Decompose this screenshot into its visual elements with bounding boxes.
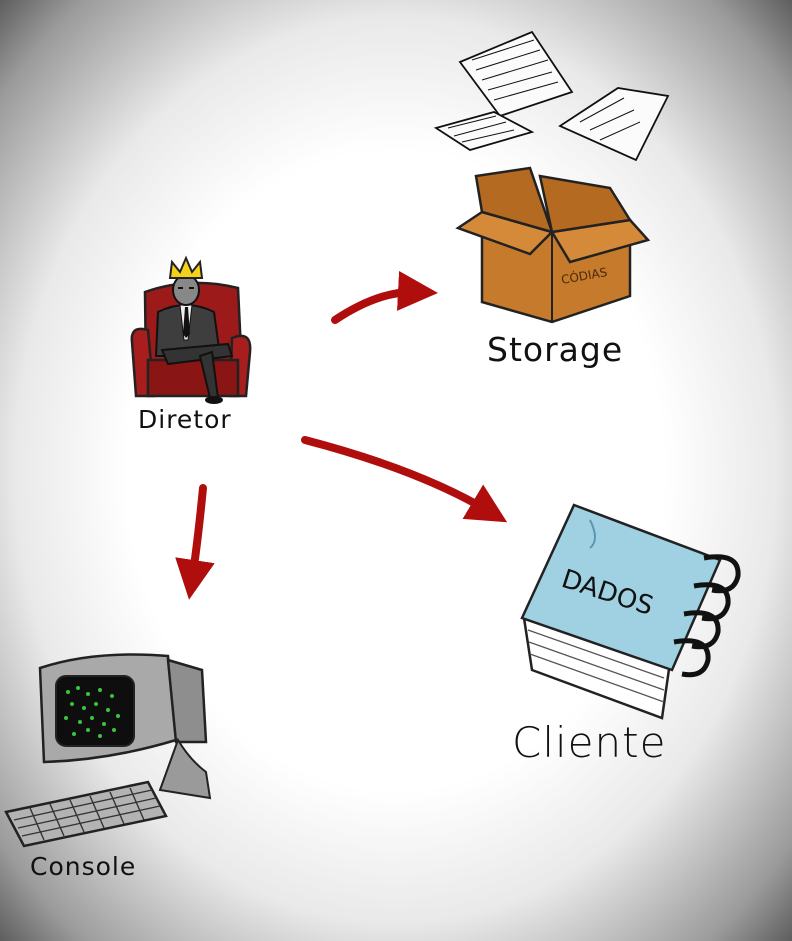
diretor-illustration (130, 255, 252, 404)
console-screen-glyphs (64, 686, 120, 738)
diretor-label: Diretor (138, 405, 232, 434)
console-illustration (4, 653, 212, 848)
paper-sheets (433, 30, 670, 162)
arrow-diretor-to-console (175, 484, 215, 600)
storage-illustration: CÓDIAS (433, 30, 670, 324)
arrow-diretor-to-storage (331, 270, 438, 324)
notebook-spiral (673, 554, 741, 678)
console-label: Console (30, 852, 137, 881)
storage-label: Storage (487, 330, 624, 369)
cliente-illustration: DADOS (520, 503, 741, 720)
arrow-diretor-to-cliente (301, 436, 508, 523)
cliente-label: Cliente (512, 718, 667, 767)
